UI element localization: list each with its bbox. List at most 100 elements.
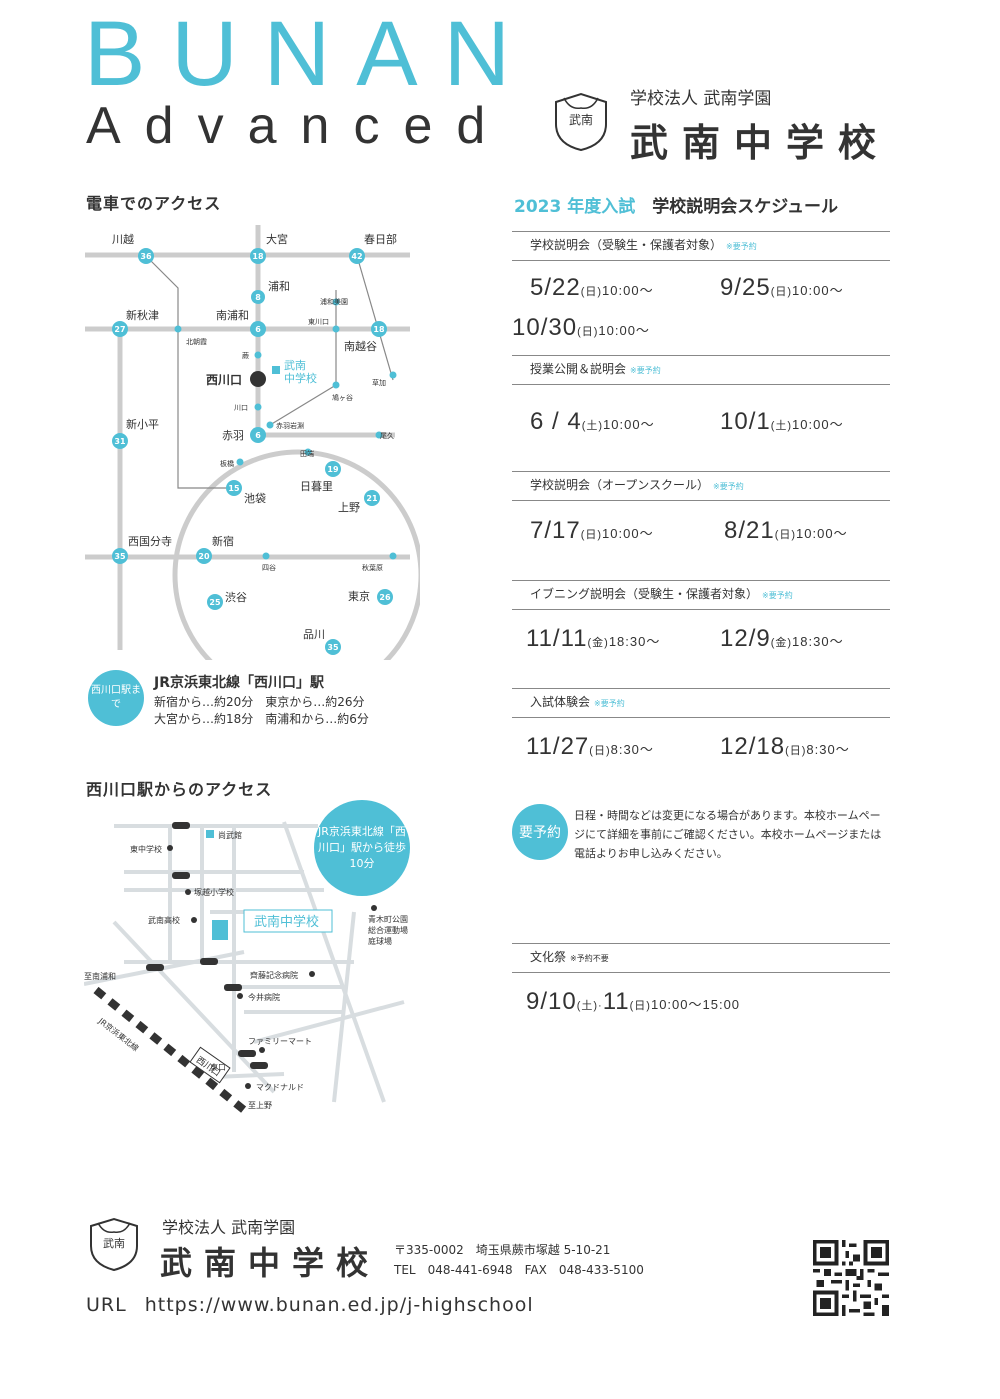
section-label-text: 入試体験会 — [530, 695, 591, 709]
stn-num: 26 — [379, 593, 391, 602]
section-label: 入試体験会※要予約 — [512, 688, 890, 718]
event-date: 11/11(金)18:30〜 — [526, 625, 660, 653]
station-badge: 西川口駅まで — [88, 670, 144, 726]
stn-label: 南越谷 — [344, 339, 377, 353]
event-date: 8/21(日)10:00〜 — [724, 517, 848, 545]
emblem-text: 武南 — [103, 1237, 125, 1250]
stn-label: 四谷 — [262, 563, 276, 572]
date-md: 9/25 — [720, 274, 771, 301]
event-date: 9/25(日)10:00〜 — [720, 274, 844, 302]
stn-label: 北朝霞 — [186, 338, 207, 346]
stn-school: 中学校 — [284, 371, 317, 385]
date-dow: (金) — [587, 637, 609, 649]
date-sep: · — [598, 1000, 603, 1012]
date-dow: (日) — [580, 529, 603, 541]
date-time: 10:00〜 — [602, 526, 654, 541]
stn-num: 31 — [114, 437, 126, 446]
map-label: 塚越小学校 — [194, 887, 234, 897]
stn-num: 21 — [366, 494, 378, 503]
date-dow: (日) — [770, 286, 793, 298]
school-emblem-icon: 武南 — [555, 92, 607, 152]
walk-bubble: JR京浜東北線「西川口」駅から徒歩10分 — [314, 800, 410, 896]
footer-address: 〒335-0002 埼玉県蕨市塚越 5-10-21 — [394, 1243, 611, 1257]
stn-label: 新宿 — [212, 534, 234, 548]
schedule-section: 入試体験会※要予約 — [512, 688, 890, 718]
travel-time-row: 大宮から…約18分 南浦和から…約6分 — [154, 712, 369, 726]
footer-sub: 学校法人 武南学園 — [162, 1218, 296, 1237]
map-label: 東口 — [210, 1062, 226, 1072]
stn-label: 新秋津 — [126, 308, 159, 322]
stn-label: 春日部 — [364, 232, 397, 246]
map-label: 尚武館 — [218, 830, 242, 840]
map-label: 至南浦和 — [84, 971, 116, 981]
date-dow: (日) — [785, 745, 807, 757]
school-sub: 学校法人 武南学園 — [630, 89, 772, 109]
map-label: マクドナルド — [256, 1083, 304, 1092]
date-time: 10:00〜 — [792, 417, 844, 432]
stn-num: 25 — [209, 598, 221, 607]
stn-label: 渋谷 — [225, 591, 247, 604]
date-time: 18:30〜 — [608, 634, 661, 649]
reserve-tag: ※要予約 — [630, 366, 661, 375]
stn-school: 武南 — [284, 359, 306, 372]
section-label-text: イブニング説明会（受験生・保護者対象） — [530, 587, 759, 601]
stn-label: 東京 — [348, 589, 370, 603]
date-dow: (日) — [629, 1000, 651, 1012]
date-dow: (日) — [577, 326, 599, 338]
map-label: 東中学校 — [130, 844, 162, 854]
stn-num: 18 — [252, 252, 264, 261]
schedule-heading: 学校説明会スケジュール — [652, 197, 839, 217]
qr-code-icon[interactable] — [812, 1240, 890, 1316]
date-md: 8/21 — [724, 517, 775, 544]
event-date: 12/18(日)8:30〜 — [720, 733, 850, 761]
footer-emblem-icon: 武南 — [90, 1217, 138, 1272]
travel-time-row: 新宿から…約20分 東京から…約26分 — [154, 695, 365, 709]
section-label: 学校説明会（受験生・保護者対象）※要予約 — [512, 231, 890, 261]
stn-label: 板橋 — [220, 459, 234, 468]
date-time: 8:30〜 — [806, 742, 850, 757]
map-label: ファミリーマート — [248, 1037, 312, 1046]
stn-num: 27 — [114, 325, 125, 334]
schedule-section: 学校説明会（オープンスクール）※要予約 — [512, 471, 890, 501]
reserve-badge: 要予約 — [512, 804, 568, 860]
stn-label: 池袋 — [244, 491, 266, 505]
date-md: 11 — [602, 988, 630, 1015]
map-label: 武南高校 — [148, 915, 180, 925]
stn-label: 上野 — [338, 501, 360, 514]
stn-num: 35 — [327, 643, 339, 652]
stn-label: 浦和美園 — [320, 297, 348, 306]
date-md: 11/11 — [526, 625, 588, 652]
event-date: 7/17(日)10:00〜 — [530, 517, 654, 545]
stn-num: 8 — [255, 293, 261, 302]
brand-bunan: BUNAN — [84, 3, 537, 105]
map-label: 今井病院 — [248, 992, 280, 1002]
map-label: 至上野 — [248, 1101, 272, 1110]
reserve-tag: ※要予約 — [713, 482, 744, 491]
date-md: 7/17 — [530, 517, 581, 544]
stn-label: 大宮 — [266, 232, 288, 246]
schedule-section: 学校説明会（受験生・保護者対象）※要予約 — [512, 231, 890, 261]
date-time: 10:00〜 — [602, 283, 654, 298]
stn-label: 赤羽 — [222, 429, 244, 442]
date-md: 12/9 — [720, 625, 771, 652]
url-link[interactable]: https://www.bunan.ed.jp/j-highschool — [144, 1294, 534, 1316]
section-label-text: 学校説明会（受験生・保護者対象） — [530, 238, 723, 252]
stn-label: 南浦和 — [216, 309, 249, 322]
date-md: 9/10 — [526, 988, 577, 1015]
event-date: 6 / 4(土)10:00〜 — [530, 408, 655, 436]
stn-label: 尾久 — [380, 431, 394, 440]
reserve-tag: ※要予約 — [726, 242, 757, 251]
train-map: 36 18 42 8 27 6 18 6 31 19 15 21 35 20 2… — [85, 225, 420, 660]
section-label-text: 学校説明会（オープンスクール） — [530, 478, 710, 492]
emblem-text: 武南 — [569, 112, 593, 127]
stn-label: 草加 — [372, 378, 386, 387]
train-access-title: 電車でのアクセス — [86, 194, 222, 213]
date-time: 10:00〜 — [603, 417, 655, 432]
event-date: 12/9(金)18:30〜 — [720, 625, 844, 653]
school-map-label: 武南中学校 — [254, 914, 319, 930]
schedule-section: イブニング説明会（受験生・保護者対象）※要予約 — [512, 580, 890, 610]
stn-label: 新小平 — [126, 417, 159, 431]
date-dow: (金) — [770, 637, 793, 649]
date-dow: (日) — [774, 529, 797, 541]
